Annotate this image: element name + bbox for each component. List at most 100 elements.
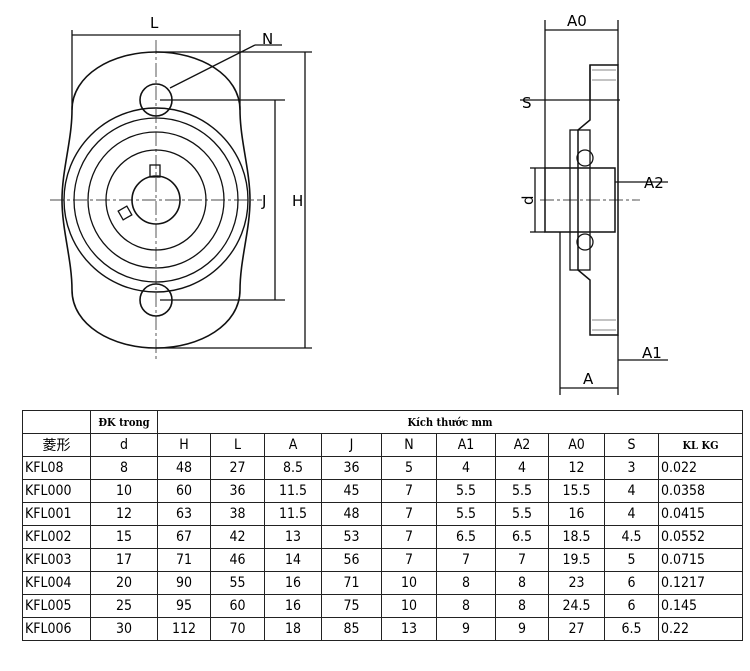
- table-cell: 55: [210, 571, 265, 595]
- table-cell: 0.145: [658, 594, 743, 618]
- table-header-top: ĐK trong Kích thước mm: [22, 410, 743, 434]
- table-cell: 0.22: [658, 617, 743, 641]
- table-cell: 11.5: [264, 502, 322, 526]
- table-cell: 45: [321, 479, 382, 503]
- table-cell: 4: [604, 502, 659, 526]
- bearing-technical-drawing: L N J H A0 S A2 d A1 A: [50, 12, 668, 395]
- table-cell: 17: [90, 548, 158, 572]
- table-cell: 30: [90, 617, 158, 641]
- table-cell: 7: [381, 525, 437, 549]
- column-header: 菱形: [22, 433, 91, 457]
- dim-label-J: J: [261, 192, 266, 210]
- table-cell: 60: [157, 479, 211, 503]
- table-cell: 27: [548, 617, 605, 641]
- dim-label-A1: A1: [642, 344, 662, 362]
- table-cell: 0.1217: [658, 571, 743, 595]
- table-cell: 5: [381, 456, 437, 480]
- table-cell: 5.5: [495, 479, 549, 503]
- table-cell: 8.5: [264, 456, 322, 480]
- table-cell: 14: [264, 548, 322, 572]
- table-cell: 18: [264, 617, 322, 641]
- table-cell: 0.0415: [658, 502, 743, 526]
- table-cell: 0.0715: [658, 548, 743, 572]
- table-cell: 5: [604, 548, 659, 572]
- dim-label-L: L: [150, 14, 159, 32]
- table-cell: 10: [90, 479, 158, 503]
- table-cell: 95: [157, 594, 211, 618]
- dim-label-N: N: [262, 30, 273, 48]
- table-cell: 16: [264, 571, 322, 595]
- table-cell: 13: [381, 617, 437, 641]
- header-kich-thuoc: Kích thước mm: [157, 410, 743, 434]
- table-cell: 27: [210, 456, 265, 480]
- column-header: N: [381, 433, 437, 457]
- table-cell: 8: [495, 594, 549, 618]
- table-cell: 8: [436, 594, 496, 618]
- table-cell: KFL005: [22, 594, 91, 618]
- table-cell: 0.0552: [658, 525, 743, 549]
- column-header: KL KG: [658, 433, 743, 457]
- table-cell: 4.5: [604, 525, 659, 549]
- table-cell: 12: [90, 502, 158, 526]
- table-cell: 25: [90, 594, 158, 618]
- dim-label-S: S: [522, 94, 532, 112]
- table-cell: 70: [210, 617, 265, 641]
- table-cell: 36: [210, 479, 265, 503]
- column-header: S: [604, 433, 659, 457]
- table-cell: KFL006: [22, 617, 91, 641]
- column-header: A1: [436, 433, 496, 457]
- table-cell: 11.5: [264, 479, 322, 503]
- table-cell: 24.5: [548, 594, 605, 618]
- table-cell: 8: [436, 571, 496, 595]
- table-cell: 10: [381, 571, 437, 595]
- table-cell: 13: [264, 525, 322, 549]
- table-cell: 7: [381, 502, 437, 526]
- table-cell: 8: [90, 456, 158, 480]
- table-cell: 3: [604, 456, 659, 480]
- table-cell: 0.0358: [658, 479, 743, 503]
- table-cell: KFL004: [22, 571, 91, 595]
- dim-label-H: H: [292, 192, 303, 210]
- table-cell: 15.5: [548, 479, 605, 503]
- table-cell: 48: [157, 456, 211, 480]
- table-cell: 23: [548, 571, 605, 595]
- table-cell: 63: [157, 502, 211, 526]
- column-header: J: [321, 433, 382, 457]
- table-cell: KFL003: [22, 548, 91, 572]
- table-cell: 6: [604, 594, 659, 618]
- table-cell: KFL08: [22, 456, 91, 480]
- table-cell: 6: [604, 571, 659, 595]
- table-cell: 8: [495, 571, 549, 595]
- table-cell: 10: [381, 594, 437, 618]
- table-cell: KFL001: [22, 502, 91, 526]
- table-cell: 71: [321, 571, 382, 595]
- table-cell: 5.5: [495, 502, 549, 526]
- table-cell: 9: [495, 617, 549, 641]
- table-cell: 7: [495, 548, 549, 572]
- column-header: A2: [495, 433, 549, 457]
- table-cell: 20: [90, 571, 158, 595]
- table-cell: 85: [321, 617, 382, 641]
- table-cell: 75: [321, 594, 382, 618]
- table-cell: 18.5: [548, 525, 605, 549]
- column-header: A: [264, 433, 322, 457]
- dim-label-A2: A2: [644, 174, 664, 192]
- table-cell: 60: [210, 594, 265, 618]
- dim-label-d: d: [519, 195, 537, 205]
- table-cell: 90: [157, 571, 211, 595]
- table-cell: 6.5: [436, 525, 496, 549]
- table-cell: 112: [157, 617, 211, 641]
- table-cell: 7: [436, 548, 496, 572]
- header-dk-trong: ĐK trong: [90, 410, 158, 434]
- column-header: A0: [548, 433, 605, 457]
- table-cell: KFL002: [22, 525, 91, 549]
- dim-label-A0: A0: [567, 12, 587, 30]
